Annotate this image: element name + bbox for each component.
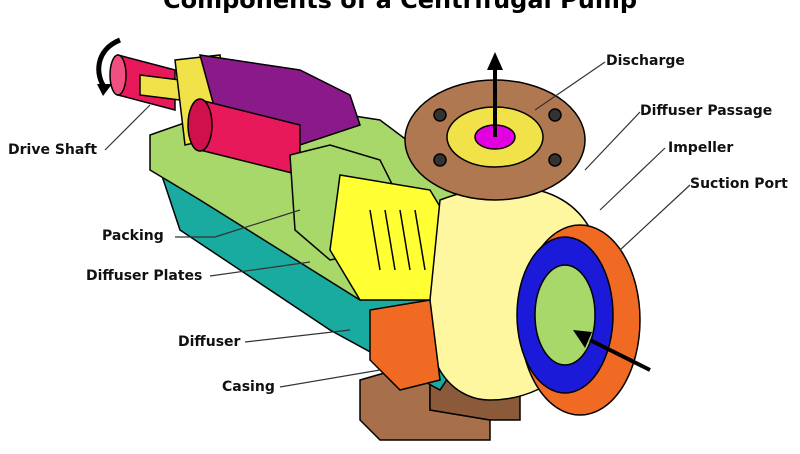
packing-cylinder: [187, 98, 301, 176]
diagram-title: Components of a Centrifugal Pump: [162, 0, 638, 14]
label-diffuser-plates: Diffuser Plates: [86, 268, 203, 284]
suction-flange: [516, 224, 641, 416]
label-drive-shaft: Drive Shaft: [8, 142, 98, 158]
label-packing: Packing: [102, 228, 164, 244]
label-impeller: Impeller: [668, 140, 734, 156]
label-diffuser: Diffuser: [178, 334, 241, 350]
label-discharge: Discharge: [606, 53, 685, 69]
suction-arrow: [573, 330, 651, 372]
label-suction-port: Suction Port: [690, 176, 788, 192]
label-diffuser-passage: Diffuser Passage: [640, 103, 773, 119]
inner-housing: [329, 174, 461, 301]
drive-shaft: [109, 54, 181, 111]
leader-lines: [104, 61, 691, 388]
lower-flange: [369, 299, 441, 391]
discharge-arrow: [487, 52, 503, 137]
label-casing: Casing: [222, 379, 275, 395]
rotation-arrowhead-icon: [97, 84, 112, 96]
